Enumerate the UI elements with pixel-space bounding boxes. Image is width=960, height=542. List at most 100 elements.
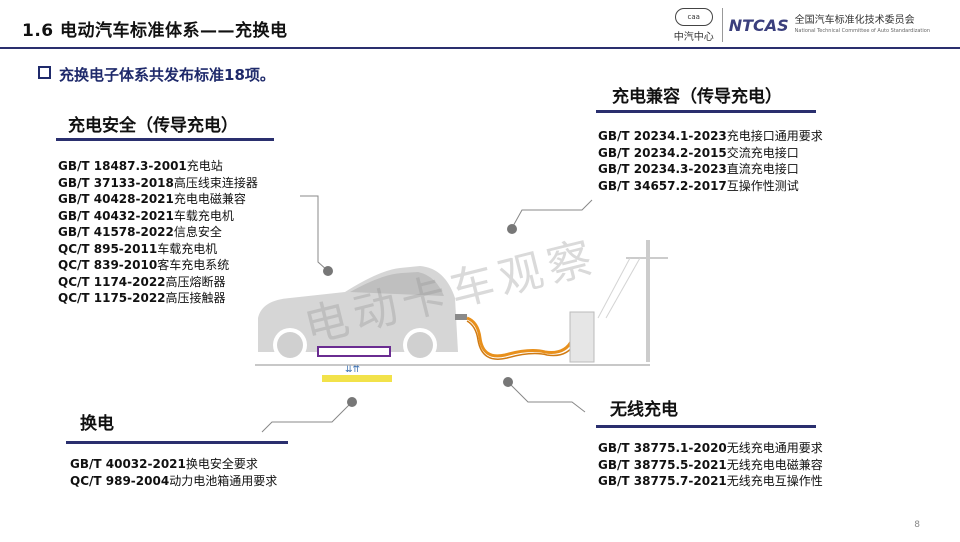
- swap-leader-line: [261, 401, 353, 433]
- slide-title: 1.6 电动汽车标准体系——充换电: [22, 21, 288, 41]
- car-wheel-front-hub: [277, 332, 303, 358]
- standard-code: QC/T 1174-2022: [58, 274, 166, 289]
- standard-item: GB/T 20234.2-2015交流充电接口: [598, 145, 823, 162]
- charging-cable-2: [466, 320, 576, 360]
- standard-item: GB/T 20234.1-2023充电接口通用要求: [598, 128, 823, 145]
- standard-name: 无线充电电磁兼容: [726, 457, 823, 472]
- standard-item: GB/T 40032-2021换电安全要求: [70, 456, 277, 473]
- standard-name: 信息安全: [173, 225, 222, 239]
- wireless-leader-line: [507, 381, 586, 413]
- safety-heading: 充电安全（传导充电）: [68, 116, 238, 136]
- compat-leader-line: [511, 199, 593, 229]
- standard-item: GB/T 38775.1-2020无线充电通用要求: [598, 440, 823, 457]
- title-bar: 1.6 电动汽车标准体系——充换电 caa 中汽中心 NTCAS 全国汽车标准化…: [0, 0, 960, 50]
- standard-code: QC/T 895-2011: [58, 241, 158, 256]
- swap-heading: 换电: [80, 414, 114, 434]
- standard-name: 互操作性测试: [726, 178, 799, 193]
- standard-item: GB/T 40428-2021充电电磁兼容: [58, 191, 258, 208]
- standard-code: GB/T 38775.1-2020: [598, 441, 727, 455]
- charging-station: [569, 311, 595, 363]
- standard-code: GB/T 38775.7-2021: [598, 474, 727, 488]
- standard-code: GB/T 40432-2021: [58, 208, 174, 223]
- standard-item: GB/T 20234.3-2023直流充电接口: [598, 161, 823, 178]
- ntcas-logo-mark: NTCAS: [728, 15, 789, 35]
- car-window: [350, 272, 444, 296]
- standard-code: GB/T 40428-2021: [58, 192, 174, 206]
- subtitle-text: 充换电子体系共发布标准18项。: [59, 66, 275, 84]
- safety-leader-line: [300, 195, 329, 272]
- standard-name: 客车充电系统: [157, 258, 230, 272]
- standard-name: 充电电磁兼容: [173, 192, 246, 206]
- standard-code: GB/T 40032-2021: [70, 457, 186, 471]
- standard-code: GB/T 20234.1-2023: [598, 129, 727, 143]
- catarc-logo-badge: caa: [674, 7, 713, 26]
- compat-heading-rule: [596, 110, 816, 113]
- standard-code: GB/T 20234.2-2015: [598, 145, 727, 160]
- car-wheel-rear-hub: [407, 332, 433, 358]
- standard-item: GB/T 38775.7-2021无线充电互操作性: [598, 473, 823, 490]
- standard-name: 车载充电机: [157, 241, 218, 256]
- catarc-logo: caa 中汽中心: [672, 7, 716, 43]
- standard-item: GB/T 41578-2022信息安全: [58, 224, 258, 241]
- standard-item: GB/T 18487.3-2001充电站: [58, 158, 258, 175]
- ntcas-name-cn: 全国汽车标准化技术委员会: [794, 15, 915, 26]
- charging-cable: [466, 316, 574, 358]
- standard-name: 交流充电接口: [726, 145, 799, 160]
- standard-code: GB/T 38775.5-2021: [598, 457, 727, 472]
- standard-item: GB/T 38775.5-2021无线充电电磁兼容: [598, 457, 823, 474]
- standard-name: 动力电池箱通用要求: [169, 473, 278, 488]
- logo-group: caa 中汽中心 NTCAS 全国汽车标准化技术委员会 National Tec…: [672, 6, 930, 44]
- standard-name: 无线充电通用要求: [726, 441, 823, 455]
- logo-divider: [721, 8, 723, 42]
- ground-pad: [322, 375, 392, 382]
- title-rule: [0, 47, 960, 49]
- standard-name: 高压接触器: [165, 291, 226, 305]
- bullet-box-icon: [38, 66, 51, 79]
- wireless-heading: 无线充电: [610, 400, 678, 420]
- standard-code: QC/T 839-2010: [58, 258, 158, 272]
- standard-item: GB/T 40432-2021车载充电机: [58, 208, 258, 225]
- power-wire-2: [605, 257, 641, 319]
- standard-item: QC/T 1174-2022高压熔断器: [58, 274, 258, 291]
- standard-name: 换电安全要求: [185, 457, 258, 471]
- vehicle-coil: [317, 346, 391, 357]
- standard-item: GB/T 37133-2018高压线束连接器: [58, 175, 258, 192]
- wireless-heading-rule: [596, 425, 816, 428]
- standard-name: 充电接口通用要求: [726, 129, 823, 143]
- catarc-logo-text: 中汽中心: [673, 31, 714, 43]
- standard-code: QC/T 1175-2022: [58, 291, 166, 305]
- ntcas-name-en: National Technical Committee of Auto Sta…: [794, 28, 930, 34]
- standard-item: QC/T 895-2011车载充电机: [58, 241, 258, 258]
- energy-transfer-arrows-icon: ⇊⇈: [345, 365, 361, 375]
- standard-code: QC/T 989-2004: [70, 473, 170, 488]
- subtitle: 充换电子体系共发布标准18项。: [38, 64, 275, 85]
- standard-code: GB/T 20234.3-2023: [598, 162, 727, 176]
- standard-name: 高压线束连接器: [173, 175, 258, 190]
- standard-name: 无线充电互操作性: [726, 474, 823, 488]
- standard-item: GB/T 34657.2-2017互操作性测试: [598, 178, 823, 195]
- page-number: 8: [914, 520, 920, 530]
- standard-name: 高压熔断器: [165, 274, 226, 289]
- ntcas-logo-text: 全国汽车标准化技术委员会 National Technical Committe…: [795, 15, 930, 35]
- safety-leader-dot: [323, 266, 333, 276]
- wireless-leader-dot: [503, 377, 513, 387]
- standard-code: GB/T 34657.2-2017: [598, 178, 727, 193]
- compat-leader-dot: [507, 224, 517, 234]
- swap-leader-dot: [347, 397, 357, 407]
- standard-code: GB/T 41578-2022: [58, 225, 174, 239]
- standard-item: QC/T 1175-2022高压接触器: [58, 290, 258, 307]
- power-wire-1: [597, 257, 631, 319]
- standard-item: QC/T 989-2004动力电池箱通用要求: [70, 473, 277, 490]
- standard-code: GB/T 37133-2018: [58, 175, 174, 190]
- standard-item: QC/T 839-2010客车充电系统: [58, 257, 258, 274]
- compat-heading: 充电兼容（传导充电）: [612, 87, 782, 107]
- standard-name: 充电站: [186, 159, 223, 173]
- safety-heading-rule: [56, 138, 274, 141]
- standard-code: GB/T 18487.3-2001: [58, 159, 187, 173]
